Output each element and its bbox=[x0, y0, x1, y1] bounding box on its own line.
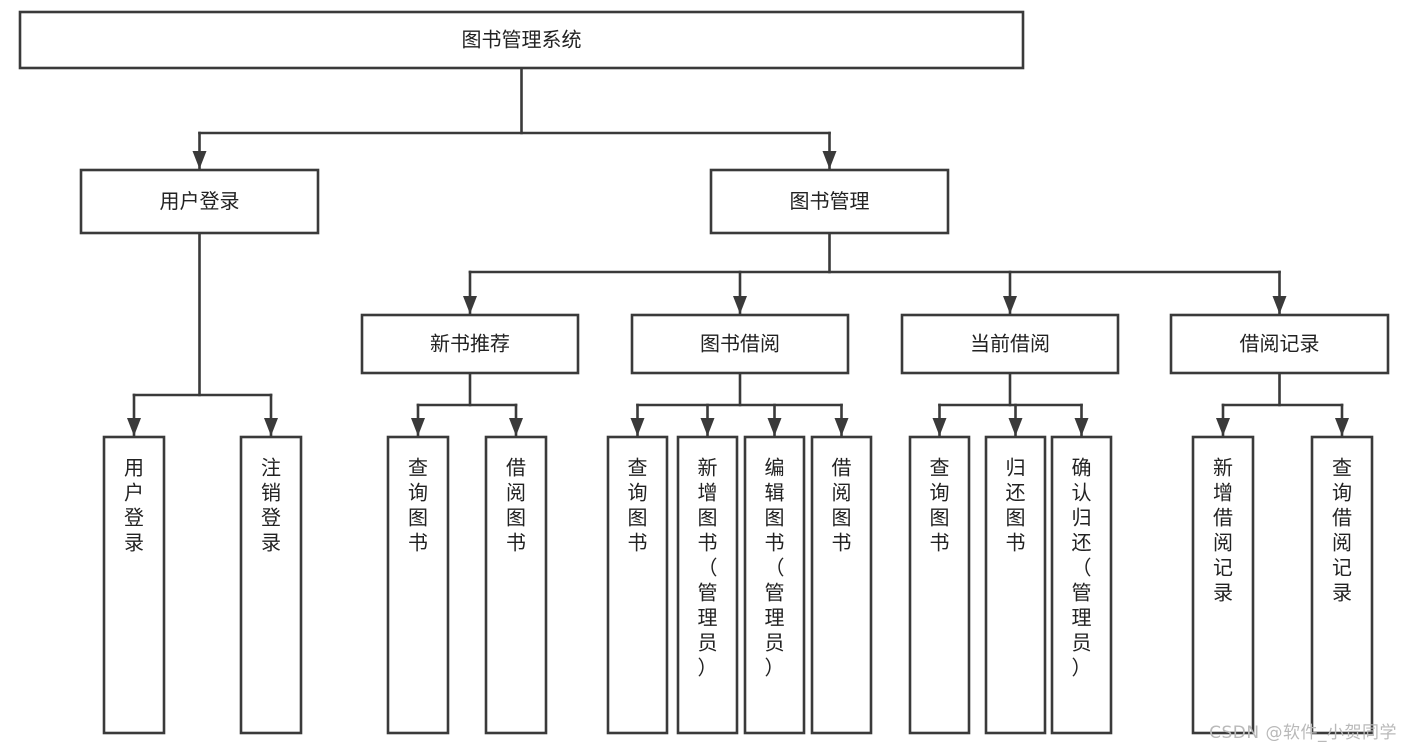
arrow-head-icon bbox=[1335, 418, 1349, 436]
arrow-head-icon bbox=[1008, 418, 1023, 436]
arrow-head-icon bbox=[630, 418, 645, 436]
arrow-head-icon bbox=[834, 418, 849, 436]
node-book-manage[interactable]: 图书管理 bbox=[709, 168, 950, 235]
node-leaf-rec-query-book-label: 查询图书 bbox=[408, 456, 428, 555]
node-root-rect bbox=[18, 10, 1025, 70]
node-leaf-rec-borrow-book[interactable]: 借阅图书 bbox=[484, 435, 548, 735]
arrow-head-icon bbox=[932, 418, 947, 436]
node-leaf-rec-query-book-rect bbox=[386, 435, 450, 735]
node-root-label: 图书管理系统 bbox=[462, 28, 582, 52]
node-current-borrow[interactable]: 当前借阅 bbox=[900, 313, 1120, 375]
arrow-head-icon bbox=[1272, 296, 1287, 314]
node-leaf-cur-query-book-label: 查询图书 bbox=[930, 456, 950, 555]
node-borrow-record-rect bbox=[1169, 313, 1390, 375]
node-leaf-rec-add-record[interactable]: 新增借阅记录 bbox=[1191, 435, 1255, 735]
node-leaf-borrow-edit-book-rect bbox=[743, 435, 806, 735]
node-book-manage-label: 图书管理 bbox=[790, 189, 870, 213]
node-root[interactable]: 图书管理系统 bbox=[18, 10, 1025, 70]
node-borrow-record[interactable]: 借阅记录 bbox=[1169, 313, 1390, 375]
node-leaf-user-logout-label: 注销登录 bbox=[261, 456, 281, 555]
node-leaf-cur-return-book-rect bbox=[984, 435, 1047, 735]
node-leaf-rec-query-book[interactable]: 查询图书 bbox=[386, 435, 450, 735]
node-leaf-user-logout-rect bbox=[239, 435, 303, 735]
node-leaf-cur-return-book[interactable]: 归还图书 bbox=[984, 435, 1047, 735]
node-leaf-borrow-lend-book-rect bbox=[810, 435, 873, 735]
node-user-login-label: 用户登录 bbox=[160, 189, 240, 213]
node-current-borrow-rect bbox=[900, 313, 1120, 375]
node-leaf-cur-return-book-label: 归还图书 bbox=[1006, 456, 1026, 555]
arrow-head-icon bbox=[411, 418, 425, 436]
arrow-head-icon bbox=[1074, 418, 1089, 436]
node-user-login[interactable]: 用户登录 bbox=[79, 168, 320, 235]
node-leaf-borrow-add-book[interactable]: 新增图书（管理员） bbox=[676, 435, 739, 735]
node-leaf-rec-borrow-book-rect bbox=[484, 435, 548, 735]
node-leaf-borrow-add-book-label: 新增图书（管理员） bbox=[698, 456, 718, 680]
node-leaf-cur-query-book[interactable]: 查询图书 bbox=[908, 435, 971, 735]
node-leaf-cur-confirm-return-label: 确认归还（管理员） bbox=[1072, 456, 1092, 680]
arrow-head-icon bbox=[822, 151, 837, 169]
arrow-head-icon bbox=[733, 296, 747, 314]
arrow-head-icon bbox=[127, 418, 141, 436]
arrow-head-icon bbox=[1216, 418, 1230, 436]
node-leaf-user-login[interactable]: 用户登录 bbox=[102, 435, 166, 735]
connector-lines bbox=[127, 66, 1349, 437]
node-leaf-user-login-rect bbox=[102, 435, 166, 735]
node-leaf-rec-borrow-book-label: 借阅图书 bbox=[506, 456, 526, 555]
arrow-head-icon bbox=[767, 418, 782, 436]
node-leaf-borrow-query-book-rect bbox=[606, 435, 669, 735]
node-leaf-borrow-edit-book[interactable]: 编辑图书（管理员） bbox=[743, 435, 806, 735]
arrow-head-icon bbox=[509, 418, 523, 436]
node-current-borrow-label: 当前借阅 bbox=[970, 332, 1050, 356]
node-leaf-borrow-add-book-rect bbox=[676, 435, 739, 735]
node-leaf-rec-query-record-rect bbox=[1310, 435, 1374, 735]
node-new-book-rec-rect bbox=[360, 313, 580, 375]
node-book-borrow-label: 图书借阅 bbox=[700, 332, 780, 356]
node-leaf-rec-add-record-rect bbox=[1191, 435, 1255, 735]
node-leaf-borrow-query-book[interactable]: 查询图书 bbox=[606, 435, 669, 735]
node-book-borrow[interactable]: 图书借阅 bbox=[630, 313, 850, 375]
node-leaf-borrow-lend-book-label: 借阅图书 bbox=[832, 456, 852, 555]
node-leaf-user-logout[interactable]: 注销登录 bbox=[239, 435, 303, 735]
node-user-login-rect bbox=[79, 168, 320, 235]
node-leaf-borrow-lend-book[interactable]: 借阅图书 bbox=[810, 435, 873, 735]
node-leaf-cur-confirm-return-rect bbox=[1050, 435, 1113, 735]
arrow-head-icon bbox=[192, 151, 207, 169]
arrow-head-icon bbox=[264, 418, 278, 436]
node-book-borrow-rect bbox=[630, 313, 850, 375]
watermark-label: CSDN @软件_小贺同学 bbox=[1209, 723, 1397, 743]
node-leaf-rec-query-record-label: 查询借阅记录 bbox=[1332, 456, 1352, 605]
arrow-head-icon bbox=[463, 296, 477, 314]
arrow-head-icon bbox=[700, 418, 715, 436]
node-borrow-record-label: 借阅记录 bbox=[1240, 332, 1320, 356]
node-leaf-cur-confirm-return[interactable]: 确认归还（管理员） bbox=[1050, 435, 1113, 735]
node-new-book-rec[interactable]: 新书推荐 bbox=[360, 313, 580, 375]
node-new-book-rec-label: 新书推荐 bbox=[430, 332, 510, 356]
node-book-manage-rect bbox=[709, 168, 950, 235]
node-leaf-rec-add-record-label: 新增借阅记录 bbox=[1213, 456, 1233, 605]
node-leaf-user-login-label: 用户登录 bbox=[124, 456, 144, 555]
arrow-head-icon bbox=[1003, 296, 1017, 314]
node-leaf-borrow-query-book-label: 查询图书 bbox=[628, 456, 648, 555]
node-leaf-cur-query-book-rect bbox=[908, 435, 971, 735]
node-boxes: 图书管理系统用户登录图书管理新书推荐图书借阅当前借阅借阅记录用户登录注销登录查询… bbox=[18, 10, 1390, 735]
node-leaf-rec-query-record[interactable]: 查询借阅记录 bbox=[1310, 435, 1374, 735]
node-leaf-borrow-edit-book-label: 编辑图书（管理员） bbox=[765, 456, 785, 680]
